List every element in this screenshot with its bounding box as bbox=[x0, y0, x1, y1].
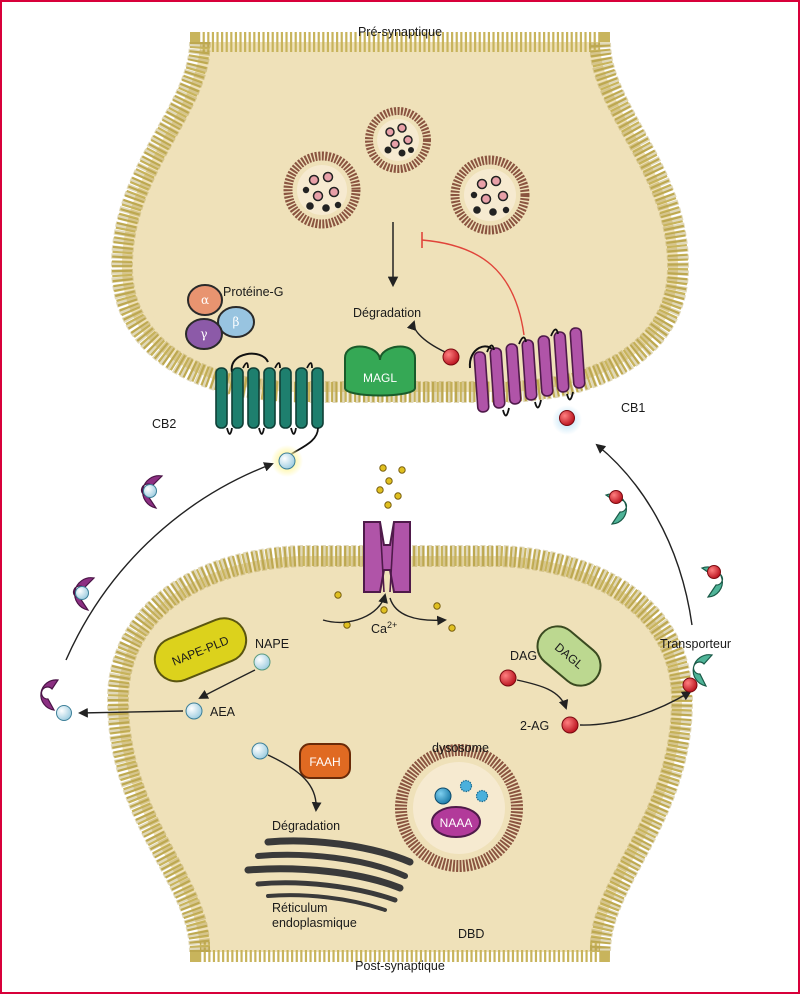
transporteur bbox=[692, 654, 714, 687]
dysosome-label: dysosome bbox=[432, 741, 489, 755]
two-ag-to-cb1-arrow bbox=[595, 443, 693, 626]
magl-label: MAGL bbox=[363, 371, 397, 385]
aea-label: AEA bbox=[210, 705, 236, 719]
faah-enzyme: FAAH bbox=[299, 743, 351, 779]
cb2-label: CB2 bbox=[152, 417, 176, 431]
two-ag-export-arrow bbox=[579, 690, 692, 726]
endoplasmic-reticulum bbox=[244, 837, 414, 912]
calcium-influx-arrow bbox=[322, 593, 388, 624]
aea-molecule bbox=[185, 702, 203, 720]
faah-label: FAAH bbox=[309, 755, 340, 769]
aea-carrier bbox=[72, 577, 96, 611]
aea-molecule bbox=[434, 787, 452, 805]
g-beta-subunit bbox=[217, 306, 255, 338]
degradation-top-label: Dégradation bbox=[353, 306, 421, 320]
two-ag-carrier bbox=[700, 565, 724, 598]
dag-conversion-arrow bbox=[516, 679, 569, 710]
degradation-curve-arrow bbox=[406, 320, 446, 353]
two-ag-molecule bbox=[561, 716, 579, 734]
reticulum-label-line1: Réticulum bbox=[272, 901, 328, 915]
vesicle bbox=[283, 151, 361, 229]
dag-molecule bbox=[499, 669, 517, 687]
calcium-label: Ca2+ bbox=[371, 620, 397, 636]
postsynaptic-label: Post-synaptique bbox=[355, 959, 445, 973]
dbd-label: DBD bbox=[458, 927, 484, 941]
calcium-flow-arrow bbox=[389, 597, 447, 626]
cb1-label: CB1 bbox=[621, 401, 645, 415]
presynaptic-label: Pré-synaptique bbox=[358, 25, 442, 39]
vesicle bbox=[450, 155, 530, 235]
aea-carrier bbox=[140, 475, 164, 509]
dag-label: DAG bbox=[510, 649, 537, 663]
aea-export-arrow bbox=[78, 707, 184, 718]
presynaptic-membrane-heads bbox=[110, 41, 690, 403]
two-ag-carrier bbox=[604, 490, 628, 525]
presynaptic-terminal bbox=[110, 32, 690, 403]
cb1-receptor bbox=[468, 327, 586, 435]
inhibition-line bbox=[421, 239, 525, 336]
degradation-bottom-label: Dégradation bbox=[272, 819, 340, 833]
lysosome: NAAA bbox=[395, 744, 523, 872]
naaa-enzyme bbox=[431, 806, 481, 838]
g-gamma-subunit bbox=[185, 318, 223, 350]
two-ag-molecule bbox=[559, 410, 575, 426]
nape-conversion-arrow bbox=[198, 669, 256, 699]
two-ag-molecule bbox=[442, 348, 460, 366]
faah-degradation-arrow bbox=[267, 754, 322, 812]
nape-pld-enzyme: NAPE-PLD bbox=[153, 617, 248, 683]
postsynaptic-terminal bbox=[106, 545, 694, 962]
synaptic-vesicles bbox=[283, 107, 530, 235]
nape-label: NAPE bbox=[255, 637, 289, 651]
naaa-label: NAAA bbox=[440, 816, 473, 830]
nape-molecule bbox=[253, 653, 271, 671]
calcium-channel bbox=[363, 521, 411, 593]
transporteur-label: Transporteur bbox=[660, 637, 731, 651]
two-ag-molecule bbox=[682, 677, 698, 693]
aea-molecule bbox=[56, 705, 72, 721]
aea-carrier bbox=[40, 679, 60, 711]
g-protein: α β γ bbox=[185, 284, 255, 350]
magl-enzyme: MAGL bbox=[344, 345, 416, 397]
presynaptic-cytoplasm bbox=[139, 52, 661, 375]
aea-molecule bbox=[278, 452, 296, 470]
cb2-receptor bbox=[215, 352, 324, 477]
alpha-label: α bbox=[201, 293, 209, 307]
g-alpha-subunit bbox=[187, 284, 223, 316]
aea-molecule bbox=[251, 742, 269, 760]
two-ag-label: 2-AG bbox=[520, 719, 549, 733]
calcium-ions bbox=[334, 464, 456, 632]
vesicle bbox=[365, 107, 431, 173]
dagl-enzyme: DAGL bbox=[536, 625, 602, 687]
beta-label: β bbox=[233, 315, 240, 329]
reticulum-label-line2: endoplasmique bbox=[272, 916, 357, 930]
aea-to-cb2-arrow bbox=[65, 462, 274, 661]
proteine-g-label: Protéine-G bbox=[223, 285, 283, 299]
gamma-label: γ bbox=[200, 327, 207, 341]
